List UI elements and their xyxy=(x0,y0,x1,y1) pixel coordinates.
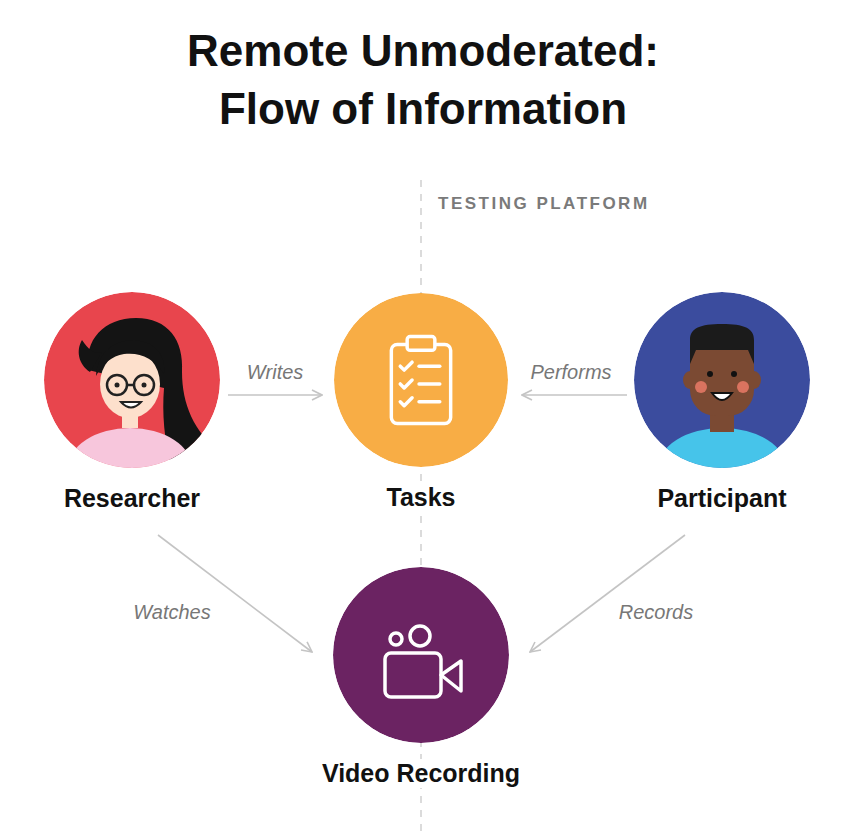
text-wrap: Researcher xyxy=(12,468,252,513)
circle-ground xyxy=(333,567,509,743)
camera-lens xyxy=(441,661,461,691)
icon-group xyxy=(334,293,508,467)
participant-circle xyxy=(634,292,810,468)
eye xyxy=(115,383,120,388)
eye xyxy=(731,371,737,377)
text-wrap: Video Recording xyxy=(301,743,541,788)
glasses xyxy=(134,375,154,395)
tasks-circle: Tasks xyxy=(301,293,541,512)
participant-circle: Participant xyxy=(602,292,842,513)
glasses xyxy=(127,384,134,387)
flow-arrow xyxy=(522,394,627,396)
icon-group xyxy=(44,292,220,468)
icon-group xyxy=(634,292,810,468)
edge-label: Watches xyxy=(130,601,213,624)
checkmark xyxy=(400,362,412,370)
edge-label: Writes xyxy=(244,361,307,384)
edge-label: Performs xyxy=(527,361,614,384)
node-label: Tasks xyxy=(380,483,461,512)
platform-label: TESTING PLATFORM xyxy=(436,194,652,214)
flow-arrow xyxy=(530,535,685,652)
list-line xyxy=(419,400,440,403)
list-line xyxy=(419,382,440,385)
cheek xyxy=(695,381,707,393)
text-wrap: Participant xyxy=(602,468,842,513)
hair xyxy=(690,324,754,364)
eye xyxy=(142,383,147,388)
icon-group xyxy=(333,567,509,743)
shirt xyxy=(658,428,786,468)
eye xyxy=(707,371,713,377)
smile xyxy=(712,393,732,400)
node-label: Researcher xyxy=(58,484,206,513)
smile xyxy=(121,402,141,408)
edge-label: Records xyxy=(616,601,696,624)
circle-ground xyxy=(334,293,508,467)
clipboard-clip xyxy=(407,337,435,351)
researcher-circle: Researcher xyxy=(12,292,252,513)
flow-arrow xyxy=(228,394,322,396)
shirt xyxy=(68,428,192,468)
video-circle xyxy=(333,567,509,743)
researcher-circle xyxy=(44,292,220,468)
checkmark xyxy=(400,380,412,388)
list-line xyxy=(419,364,440,367)
bangs xyxy=(96,340,164,376)
text-wrap: Tasks xyxy=(301,467,541,512)
tasks-circle xyxy=(334,293,508,467)
checkmark xyxy=(400,398,412,406)
clipboard xyxy=(391,344,450,423)
cheek xyxy=(737,381,749,393)
glasses xyxy=(107,375,127,395)
camera-reel xyxy=(410,626,430,646)
node-label: Participant xyxy=(651,484,792,513)
video-circle: Video Recording xyxy=(301,567,541,788)
camera-reel xyxy=(390,633,402,645)
camera-body xyxy=(385,653,441,697)
flow-arrow xyxy=(158,535,312,652)
node-label: Video Recording xyxy=(316,759,526,788)
diagram-title: Remote Unmoderated: Flow of Information xyxy=(133,22,713,138)
